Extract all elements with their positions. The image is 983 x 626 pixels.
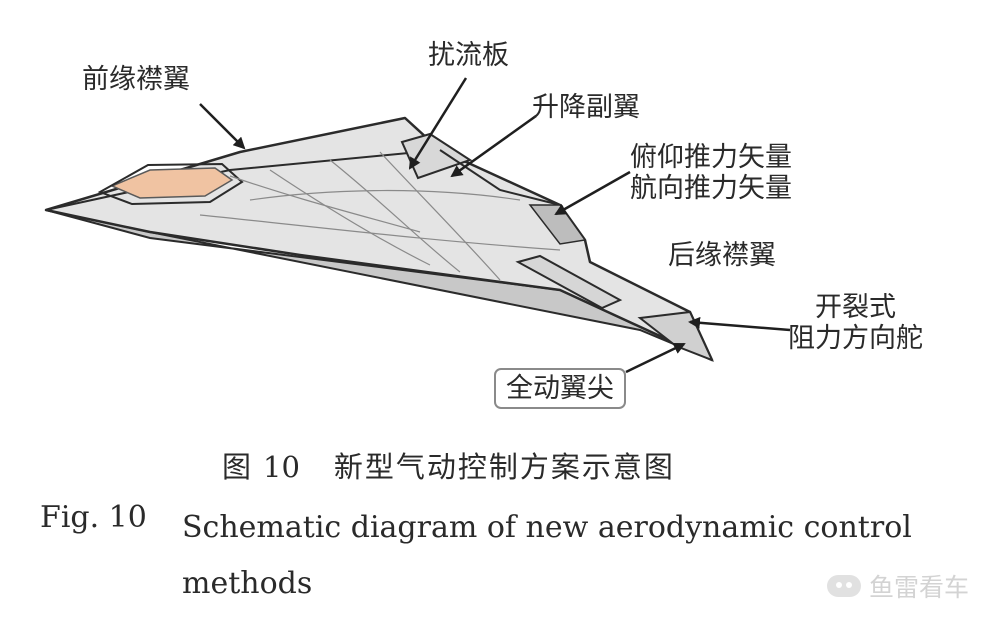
arrow-all-moving-wingtip [625,342,686,374]
panel-lines [199,151,561,281]
chat-bubble-icon [826,575,861,597]
wingtip-surface [637,310,714,362]
caption-cn-prefix: 图 [222,450,252,484]
arrow-split-drag-rudder [688,316,791,332]
arrow-elevon [450,114,537,178]
label-elevon: 升降副翼 [532,92,640,123]
label-spoiler: 扰流板 [428,40,509,71]
label-leading-edge-flap: 前缘襟翼 [82,64,190,95]
figure-caption-cn: 图 10 新型气动控制方案示意图 [222,444,675,486]
leading-edge-flap-frame [97,162,244,206]
label-thrust-vector: 俯仰推力矢量 航向推力矢量 [630,142,792,205]
caption-cn-number: 10 [263,450,300,484]
caption-en-number: Fig. 10 [40,500,147,535]
label-split-drag-rudder: 开裂式 阻力方向舵 [788,292,923,355]
leader-arrows [199,77,791,374]
thrust-nozzle [528,204,587,245]
label-trailing-edge-flap: 后缘襟翼 [668,240,776,271]
label-all-moving-wingtip: 全动翼尖 [494,368,626,410]
caption-cn-title: 新型气动控制方案示意图 [333,450,675,484]
arrow-thrust-vector [554,170,631,216]
arrow-spoiler [408,77,468,170]
watermark: 鱼雷看车 [826,568,969,604]
caption-en-title: Schematic diagram of new aerodynamic con… [182,510,912,601]
aircraft-diagram [44,77,791,374]
arrow-leading-edge-flap [199,103,246,150]
elevon-surface [439,149,561,206]
watermark-text: 鱼雷看车 [868,573,969,602]
trailing-edge-flap-surface [515,254,623,310]
leading-edge-flap-surface [110,167,234,199]
